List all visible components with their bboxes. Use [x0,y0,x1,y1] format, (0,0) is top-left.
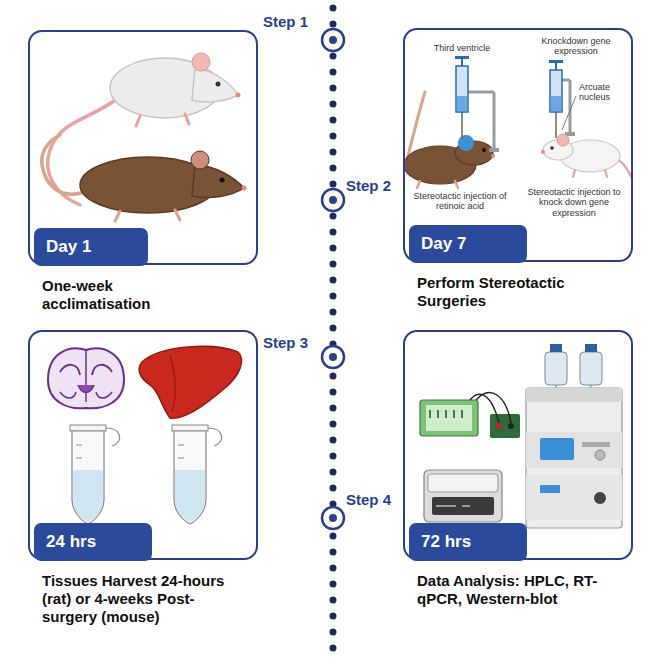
step-heading: Perform Stereotactic Surgeries [417,274,607,310]
anatomy-label: Knockdown gene expression [533,36,619,57]
gel-electrophoresis [420,393,520,438]
step-label: Step 1 [263,13,308,30]
sample-tube [70,425,120,524]
step-marker [322,29,344,529]
step-heading: One-week acclimatisation [42,277,192,313]
brown-rat [42,135,247,221]
step-label: Step 3 [263,334,308,351]
step-panel: 24 hrsTissues Harvest 24-hours (rat) or … [28,330,258,560]
step-panel: Day 1One-week acclimatisation [28,30,258,265]
step-label: Step 4 [346,491,391,508]
time-tab: 72 hrs [409,523,527,561]
time-tab: 24 hrs [34,523,152,561]
time-tab: Day 7 [409,225,527,263]
hplc-system [526,344,622,528]
step-heading: Data Analysis: HPLC, RT-qPCR, Western-bl… [417,572,622,608]
step-heading: Tissues Harvest 24-hours (rat) or 4-week… [42,572,247,626]
liver [139,346,241,418]
injected-rat [404,92,495,188]
syringe-frame [455,56,499,152]
brain-slice [48,349,124,409]
timeline-dots [330,8,337,658]
step-panel: Day 7Perform Stereotactic Surgeries [403,28,633,262]
procedure-caption: Stereotactic injection of retinoic acid [410,191,510,212]
time-tab: Day 1 [34,228,148,266]
white-mouse [541,134,632,178]
step-label: Step 2 [346,177,391,194]
anatomy-label: Third ventricle [422,43,502,53]
procedure-caption: Stereotactic injection to knock down gen… [522,187,626,218]
thermocycler [424,470,502,522]
anatomy-label: Arcuate nucleus [579,82,629,103]
sample-tube [172,425,222,524]
syringe-frame [549,60,576,138]
step-panel: 72 hrsData Analysis: HPLC, RT-qPCR, West… [403,330,633,560]
